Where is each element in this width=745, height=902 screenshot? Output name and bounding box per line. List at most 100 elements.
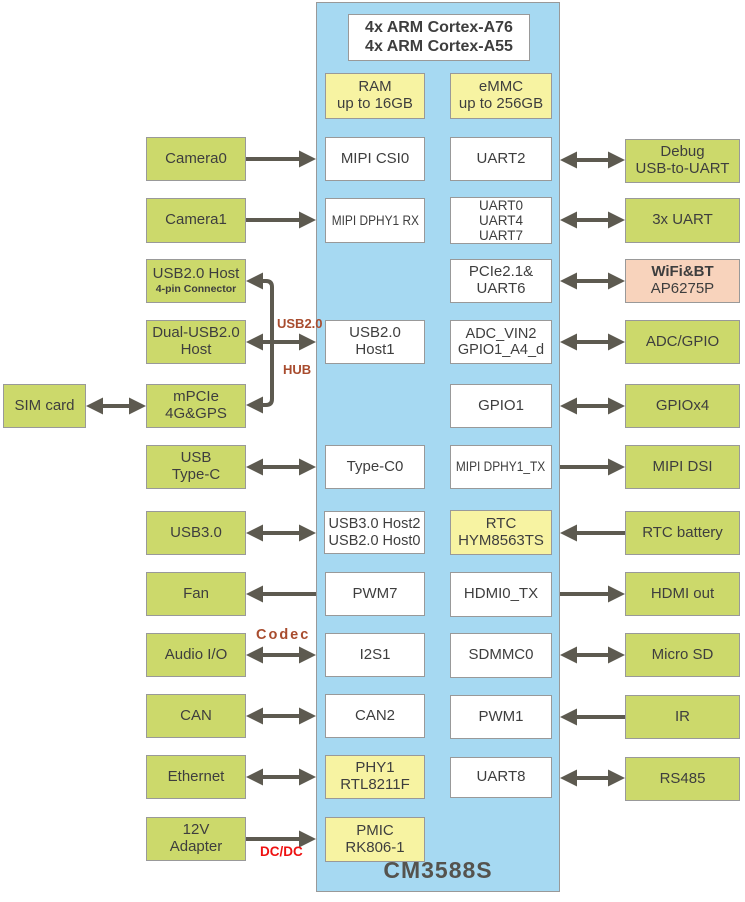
box-mipi-csi0: MIPI CSI0 — [325, 137, 425, 181]
box-gpio1: GPIO1 — [450, 384, 552, 428]
arrow-rtcbattery-to-rtc-head-left — [560, 524, 577, 542]
arrow-can-to-can2-head-right — [299, 707, 316, 725]
arrow-uart047-to-3xuart-head-left — [560, 211, 577, 229]
box-pwm7: PWM7 — [325, 572, 425, 616]
box-mipi-dphy1-rx: MIPI DPHY1 RX — [325, 198, 425, 243]
box-usb2-host-4pin-label: USB2.0 Host — [152, 264, 240, 282]
box-hdmi-out-label: HDMI out — [650, 584, 715, 602]
arrow-usb3-to-host2-head-left — [246, 524, 263, 542]
box-gpio1-label: GPIO1 — [478, 396, 524, 414]
box-can: CAN — [146, 694, 246, 738]
box-usb2-host-4pin-label: 4-pin Connector — [155, 282, 237, 295]
box-ram-label: up to 16GB — [337, 95, 413, 112]
box-phy1-rtl8211f-label: RTL8211F — [340, 776, 410, 793]
arrow-pcie-to-wifi-head-right — [608, 272, 625, 290]
arrow-sdmmc0-to-microsd-head-right — [608, 646, 625, 664]
box-sdmmc0-label: SDMMC0 — [468, 646, 534, 664]
arrow-gpio1-to-gpiox4-head-right — [608, 397, 625, 415]
box-cpu-label: 4x ARM Cortex-A55 — [365, 37, 513, 55]
arrow-sdmmc0-to-microsd-head-left — [560, 646, 577, 664]
arrow-dual-usb2-to-host1-head-left — [246, 333, 263, 351]
box-uart8: UART8 — [450, 757, 552, 798]
arrow-adc-to-adcgpio-head-left — [560, 333, 577, 351]
box-uart2-label: UART2 — [476, 149, 526, 167]
box-micro-sd: Micro SD — [625, 633, 740, 677]
box-phy1-rtl8211f-label: PHY1 — [355, 759, 395, 777]
box-uart2: UART2 — [450, 137, 552, 181]
box-uart0-4-7-label: UART4 — [478, 212, 523, 228]
arrow-dual-usb2-to-host1-head-right — [299, 333, 316, 351]
box-emmc-label: eMMC — [478, 78, 524, 96]
box-wifi-bt-ap6275p-label: WiFi&BT — [651, 263, 714, 281]
box-adc-gpio: ADC/GPIO — [625, 320, 740, 364]
box-sdmmc0: SDMMC0 — [450, 633, 552, 678]
box-adc-vin2-gpio1-label: GPIO1_A4_d — [457, 342, 545, 358]
box-can2: CAN2 — [325, 694, 425, 738]
box-mipi-dsi: MIPI DSI — [625, 445, 740, 489]
box-mpcie-4g-gps-label: mPCIe — [173, 388, 219, 406]
arrow-uart2-to-debug-head-left — [560, 151, 577, 169]
box-type-c0-label: Type-C0 — [346, 457, 404, 475]
arrow-sim-to-mpcie-head-right — [129, 397, 146, 415]
box-rtc-battery-label: RTC battery — [642, 523, 723, 541]
box-usb-type-c-label: Type-C — [171, 466, 221, 483]
usb2-hub-head-bottom — [246, 396, 263, 414]
box-gpiox4-label: GPIOx4 — [655, 396, 710, 414]
box-camera1: Camera1 — [146, 198, 246, 243]
box-adapter-12v-label: Adapter — [169, 838, 223, 855]
box-rs485: RS485 — [625, 757, 740, 801]
arrow-ethernet-to-phy1-head-left — [246, 768, 263, 786]
box-dual-usb2-host-label: Dual-USB2.0 — [152, 324, 240, 342]
label-hub: HUB — [283, 362, 312, 377]
arrow-sim-to-mpcie-head-left — [86, 397, 103, 415]
box-ram-label: RAM — [358, 78, 392, 96]
box-can2-label: CAN2 — [354, 706, 395, 724]
box-uart8-label: UART8 — [476, 768, 526, 786]
arrow-audio-to-i2s1-head-left — [246, 646, 263, 664]
box-sim-card-label: SIM card — [14, 396, 75, 414]
arrow-ir-to-pwm1-head-left — [560, 708, 577, 726]
box-mipi-csi0-label: MIPI CSI0 — [340, 149, 410, 167]
box-audio-io: Audio I/O — [146, 633, 246, 677]
box-uart0-4-7-label: UART0 — [478, 197, 523, 213]
arrow-camera1-to-mipi-dphy1-rx-head-right — [299, 211, 316, 229]
box-hdmi0-tx-label: HDMI0_TX — [463, 585, 539, 603]
box-usb-type-c-label: USB — [180, 449, 212, 467]
box-camera0-label: Camera0 — [165, 149, 227, 167]
box-mipi-dphy1-tx-label: MIPI DPHY1_TX — [456, 458, 546, 475]
box-adc-gpio-label: ADC/GPIO — [645, 332, 720, 350]
arrow-usb-type-c-to-type-c0-head-right — [299, 458, 316, 476]
box-ir-label: IR — [675, 707, 690, 725]
arrow-adc-to-adcgpio-head-right — [608, 333, 625, 351]
box-cpu-label: 4x ARM Cortex-A76 — [365, 19, 513, 37]
box-hdmi0-tx: HDMI0_TX — [450, 572, 552, 617]
arrow-usb3-to-host2-head-right — [299, 524, 316, 542]
box-pwm1-label: PWM1 — [478, 707, 524, 725]
box-adc-vin2-gpio1-label: ADC_VIN2 — [465, 325, 537, 342]
box-ir: IR — [625, 695, 740, 739]
box-adapter-12v-label: 12V — [182, 821, 210, 839]
box-micro-sd-label: Micro SD — [651, 645, 714, 663]
arrow-uart047-to-3xuart-head-right — [608, 211, 625, 229]
arrow-uart8-to-rs485-head-left — [560, 769, 577, 787]
arrow-pwm7-to-fan-head-left — [246, 585, 263, 603]
box-wifi-bt-ap6275p-label: AP6275P — [650, 280, 715, 297]
box-pwm7-label: PWM7 — [352, 584, 398, 602]
box-debug-usb-to-uart-label: Debug — [660, 143, 705, 161]
box-3x-uart-label: 3x UART — [652, 211, 713, 229]
box-rtc-hym8563ts-label: HYM8563TS — [458, 531, 544, 549]
box-usb3-label: USB3.0 — [170, 523, 222, 541]
